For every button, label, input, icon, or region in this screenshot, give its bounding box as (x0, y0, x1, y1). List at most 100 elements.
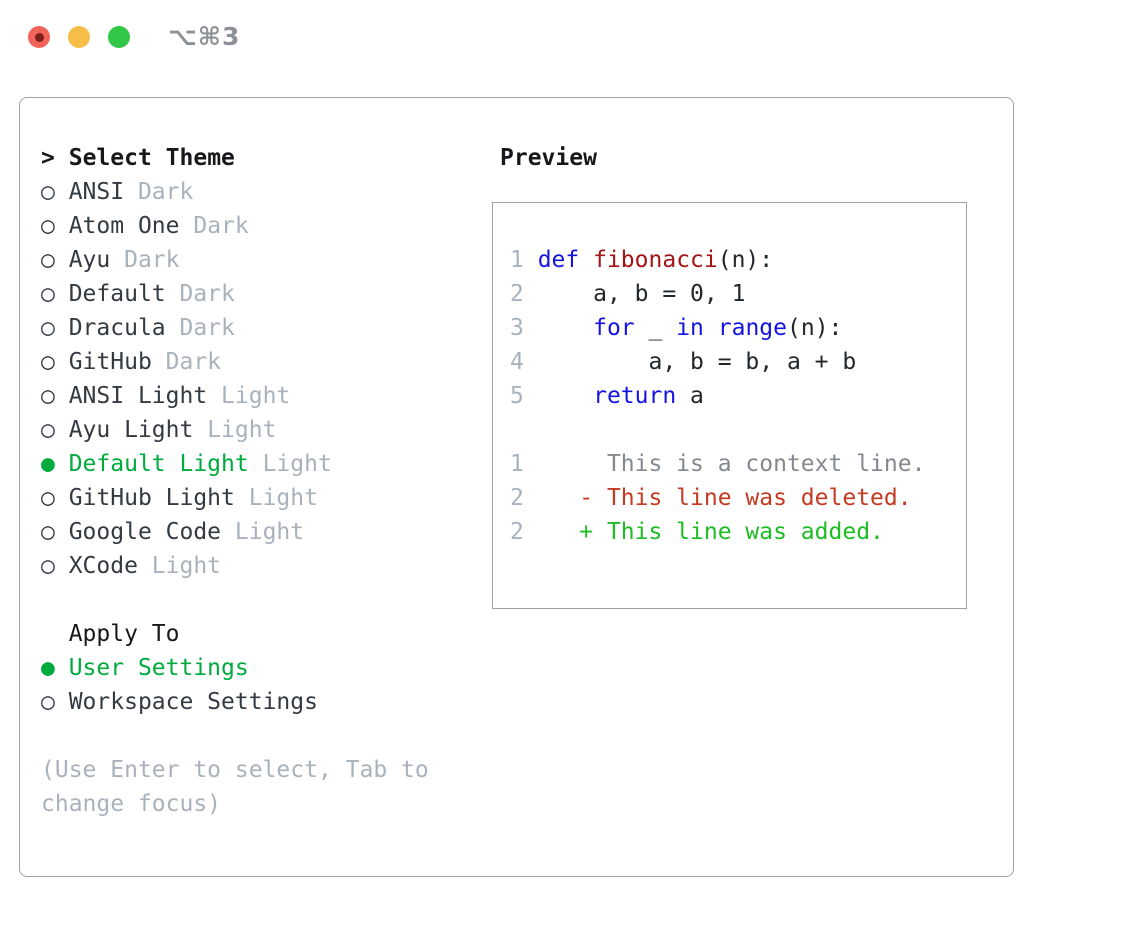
theme-name: Ayu Light (54, 417, 208, 443)
radio-unselected-icon: ○ (41, 383, 55, 409)
spacer-row (41, 583, 491, 617)
theme-name: GitHub Light (54, 485, 249, 511)
code-segment-keyword: return (593, 382, 677, 409)
theme-option-atom-one-dark[interactable]: ○ Atom One Dark (41, 209, 491, 243)
radio-unselected-icon: ○ (41, 213, 55, 239)
code-segment-plain: a (676, 382, 704, 409)
theme-option-github-light-light[interactable]: ○ GitHub Light Light (41, 481, 491, 515)
theme-name: Dracula (54, 315, 180, 341)
code-segment-plain: a, b = 0, 1 (537, 280, 746, 307)
line-number: 2 (510, 518, 538, 545)
theme-option-github-dark[interactable]: ○ GitHub Dark (41, 345, 491, 379)
code-segment-function: fibonacci (593, 246, 718, 273)
theme-variant-tag: Light (262, 451, 332, 477)
theme-variant-tag: Light (207, 417, 277, 443)
code-segment-plain (538, 383, 593, 409)
theme-variant-tag: Light (221, 383, 291, 409)
code-segment-keyword: def (537, 246, 580, 273)
theme-list-column: > Select Theme ○ ANSI Dark○ Atom One Dar… (41, 141, 491, 821)
theme-variant-tag: Light (151, 553, 222, 579)
radio-unselected-icon: ○ (41, 519, 55, 545)
radio-unselected-icon: ○ (41, 247, 55, 273)
line-number: 2 (510, 484, 538, 511)
code-line: 1 This is a context line. (510, 447, 925, 481)
radio-unselected-icon: ○ (41, 349, 55, 375)
code-segment-plain: (n): (787, 314, 843, 341)
code-segment-keyword: for (593, 314, 635, 341)
radio-unselected-icon: ○ (41, 553, 55, 579)
theme-variant-tag: Light (248, 485, 318, 511)
apply-option-workspace-settings[interactable]: ○ Workspace Settings (41, 685, 491, 719)
theme-option-google-code-light[interactable]: ○ Google Code Light (41, 515, 491, 549)
code-segment-keyword: range (717, 314, 787, 341)
theme-name: ANSI (54, 179, 138, 205)
theme-name: Default Light (54, 451, 263, 477)
line-number: 1 (510, 450, 538, 477)
apply-to-options-list: ● User Settings○ Workspace Settings (41, 651, 491, 719)
spacer-row (41, 719, 491, 753)
code-line: 4 a, b = b, a + b (510, 345, 925, 379)
theme-variant-tag: Dark (193, 213, 249, 239)
theme-options-list: ○ ANSI Dark○ Atom One Dark○ Ayu Dark○ De… (41, 175, 491, 583)
radio-unselected-icon: ○ (41, 315, 55, 341)
radio-selected-icon: ● (41, 655, 55, 681)
code-segment-deleted: - This line was deleted. (537, 484, 912, 511)
theme-option-default-dark[interactable]: ○ Default Dark (41, 277, 491, 311)
apply-option-label: User Settings (54, 655, 249, 681)
code-line: 3 for _ in range(n): (510, 311, 925, 345)
hint-line-2: change focus) (41, 791, 222, 817)
titlebar (28, 26, 130, 48)
line-number: 5 (510, 382, 538, 409)
select-theme-header: > Select Theme (41, 141, 491, 175)
line-number: 4 (510, 348, 538, 375)
apply-to-title: Apply To (68, 621, 180, 647)
code-segment-keyword: in (676, 314, 704, 341)
code-segment-added: + This line was added. (537, 518, 884, 545)
minimize-traffic-light-icon[interactable] (68, 26, 90, 48)
code-segment-plain (579, 247, 593, 273)
close-traffic-light-icon[interactable] (28, 26, 50, 48)
code-segment-plain: a, b = b, a + b (537, 348, 857, 375)
hint-line-1: (Use Enter to select, Tab to (41, 757, 429, 783)
theme-variant-tag: Dark (179, 315, 235, 341)
code-line: 1 def fibonacci(n): (510, 243, 925, 277)
code-line: 2 a, b = 0, 1 (510, 277, 925, 311)
theme-name: GitHub (54, 349, 166, 375)
theme-name: XCode (54, 553, 152, 579)
theme-option-default-light-light[interactable]: ● Default Light Light (41, 447, 491, 481)
theme-name: ANSI Light (54, 383, 222, 409)
zoom-traffic-light-icon[interactable] (108, 26, 130, 48)
radio-unselected-icon: ○ (41, 417, 55, 443)
theme-variant-tag: Light (234, 519, 305, 545)
radio-selected-icon: ● (41, 451, 55, 477)
theme-option-xcode-light[interactable]: ○ XCode Light (41, 549, 491, 583)
theme-variant-tag: Dark (137, 179, 194, 205)
close-dot-icon (34, 32, 44, 42)
code-line: 2 - This line was deleted. (510, 481, 925, 515)
apply-to-header: Apply To (41, 617, 491, 651)
theme-name: Google Code (54, 519, 235, 545)
select-theme-title: Select Theme (68, 145, 235, 171)
code-segment-plain (538, 315, 593, 341)
theme-variant-tag: Dark (179, 281, 235, 307)
theme-option-ansi-light-light[interactable]: ○ ANSI Light Light (41, 379, 491, 413)
code-line: 5 return a (510, 379, 925, 413)
code-segment-plain (704, 315, 718, 341)
prompt-caret-icon: > (41, 145, 55, 171)
line-number: 1 (510, 246, 538, 273)
line-number: 3 (510, 314, 538, 341)
theme-option-ansi-dark[interactable]: ○ ANSI Dark (41, 175, 491, 209)
theme-option-ayu-light-light[interactable]: ○ Ayu Light Light (41, 413, 491, 447)
theme-option-ayu-dark[interactable]: ○ Ayu Dark (41, 243, 491, 277)
apply-option-user-settings[interactable]: ● User Settings (41, 651, 491, 685)
line-number: 2 (510, 280, 538, 307)
window-shortcut-label: ⌥⌘3 (168, 22, 241, 51)
code-segment-plain: _ (634, 314, 677, 341)
radio-unselected-icon: ○ (41, 281, 55, 307)
radio-unselected-icon: ○ (41, 179, 55, 205)
radio-unselected-icon: ○ (41, 689, 55, 715)
theme-option-dracula-dark[interactable]: ○ Dracula Dark (41, 311, 491, 345)
